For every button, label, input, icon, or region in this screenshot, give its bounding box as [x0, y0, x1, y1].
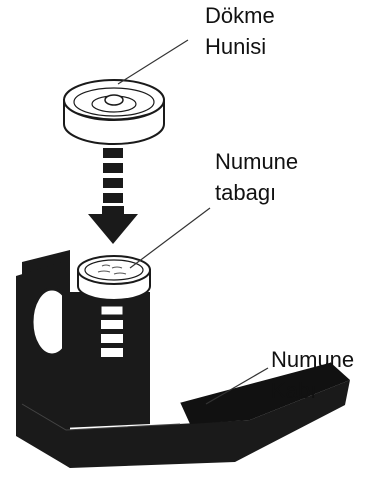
label-sample-dish-line1: Numune	[215, 149, 299, 174]
label-sample-dish-line2: tabagı	[215, 180, 277, 205]
dashed-guide-upper	[103, 148, 123, 203]
label-sample-holder-line1: Numune	[271, 347, 355, 372]
down-arrow-icon	[88, 206, 138, 244]
sample-holder	[16, 250, 350, 468]
pouring-funnel	[63, 79, 165, 145]
sample-dish	[77, 255, 151, 301]
label-pouring-funnel: Dökme Hunisi	[205, 0, 275, 62]
leader-line-holder	[205, 367, 269, 405]
label-sample-holder: Numune Kabı	[271, 344, 354, 406]
label-sample-dish: Numune tabagı	[215, 146, 298, 208]
label-sample-holder-line2: Kabı	[271, 378, 317, 403]
leader-line-dish	[129, 207, 211, 269]
dashed-guide-lower	[100, 305, 124, 357]
label-pouring-funnel-line2: Hunisi	[205, 34, 267, 59]
leader-line-funnel	[117, 39, 189, 85]
label-pouring-funnel-line1: Dökme	[205, 3, 275, 28]
